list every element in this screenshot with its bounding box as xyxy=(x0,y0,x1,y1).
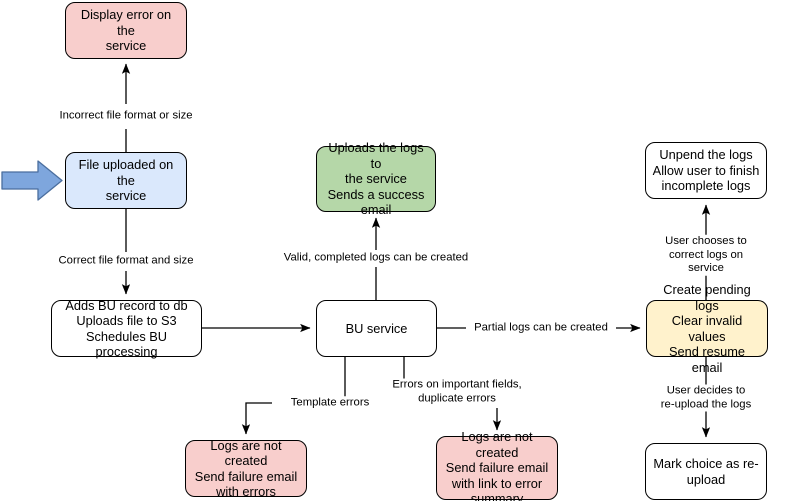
node-bu-service[interactable]: BU service xyxy=(316,300,437,357)
edge-label-valid-completed-logs-can-be-created: Valid, completed logs can be created xyxy=(281,251,471,265)
edge-label-user-decides-to-re-upload-the-logs: User decides to re-upload the logs xyxy=(658,384,754,412)
node-uploads-the-logs-to-the-service[interactable]: Uploads the logs to the service Sends a … xyxy=(316,140,436,217)
node-mark-choice-as-re-upload[interactable]: Mark choice as re- upload xyxy=(645,443,767,500)
node-unpend-the-logs[interactable]: Unpend the logs Allow user to finish inc… xyxy=(645,142,767,199)
edge-label-partial-logs-can-be-created: Partial logs can be created xyxy=(472,321,610,335)
edge-label-template-errors: Template errors xyxy=(288,396,372,410)
node-logs-not-created-with-errors[interactable]: Logs are not created Send failure email … xyxy=(185,438,307,499)
node-create-pending-logs[interactable]: Create pending logs Clear invalid values… xyxy=(646,282,768,375)
edge-label-correct-file-format-and-size: Correct file format and size xyxy=(56,254,196,268)
edge-label-errors-on-important-fields: Errors on important fields, duplicate er… xyxy=(390,378,524,406)
node-display-error[interactable]: Display error on the service xyxy=(65,2,187,59)
edge-label-incorrect-file-format-or-size: Incorrect file format or size xyxy=(57,109,195,123)
edge-label-user-chooses-to-correct-logs-on-service: User chooses to correct logs on service xyxy=(658,234,754,276)
node-logs-not-created-with-error-summary[interactable]: Logs are not created Send failure email … xyxy=(436,429,558,501)
entry-arrow-icon xyxy=(1,160,63,201)
node-adds-bu-record-to-db[interactable]: Adds BU record to db Uploads file to S3 … xyxy=(51,298,202,359)
node-file-uploaded-on-the-service[interactable]: File uploaded on the service xyxy=(65,152,187,209)
